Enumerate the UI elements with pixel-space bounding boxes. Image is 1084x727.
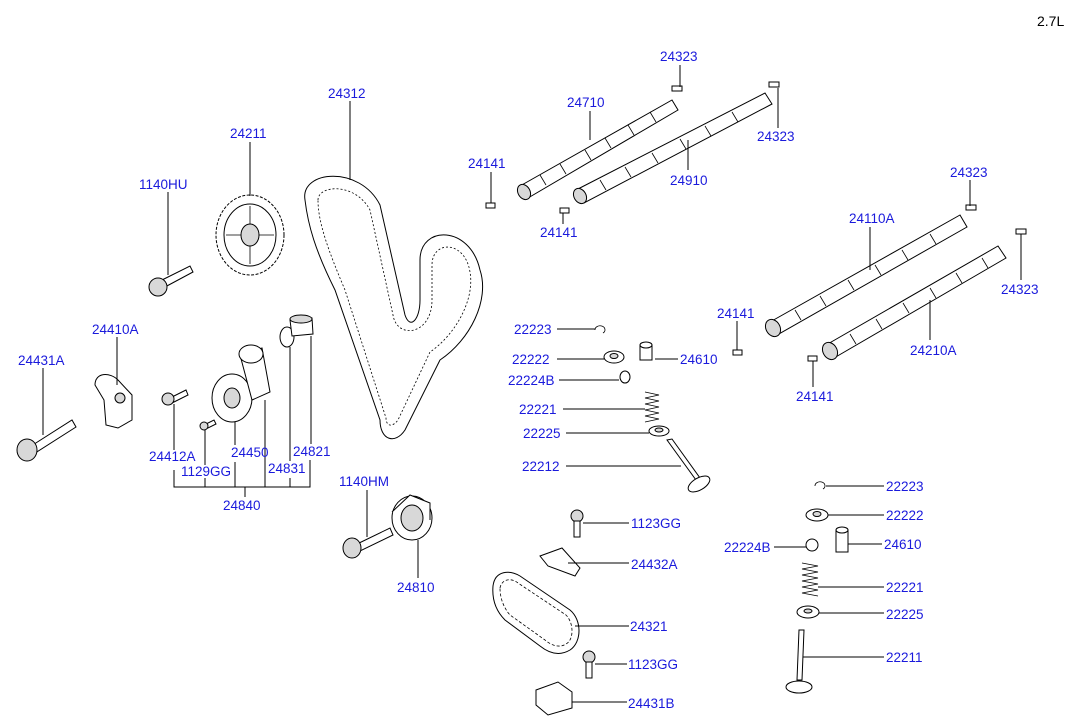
label-24450[interactable]: 24450 xyxy=(231,445,269,460)
idler-pulley-24450 xyxy=(211,344,271,423)
label-22224b-b[interactable]: 22224B xyxy=(724,540,771,555)
key-24323-d-icon xyxy=(1015,228,1027,235)
spring-22221-a-icon xyxy=(644,391,660,423)
camshaft-24210a xyxy=(821,245,1007,361)
label-22223-b[interactable]: 22223 xyxy=(886,479,924,494)
label-24323-b[interactable]: 24323 xyxy=(757,129,795,144)
label-24141-c[interactable]: 24141 xyxy=(717,306,755,321)
label-24211[interactable]: 24211 xyxy=(230,126,267,141)
label-22224b-a[interactable]: 22224B xyxy=(508,373,555,388)
guide-24431b-icon xyxy=(535,681,573,716)
label-24410a[interactable]: 24410A xyxy=(92,322,139,337)
guide-24432a-icon xyxy=(539,547,581,577)
label-22221-b[interactable]: 22221 xyxy=(886,580,924,595)
lash-adjuster-24610-a-icon xyxy=(639,341,653,361)
cap-22222-a-icon xyxy=(603,350,625,364)
label-24432a[interactable]: 24432A xyxy=(631,557,678,572)
lash-adjuster-24610-b-icon xyxy=(835,526,849,553)
label-1140hu[interactable]: 1140HU xyxy=(139,177,188,192)
label-24141-b[interactable]: 24141 xyxy=(540,225,578,240)
label-1129gg[interactable]: 1129GG xyxy=(181,464,231,479)
label-24323-c[interactable]: 24323 xyxy=(950,165,988,180)
tensioner-arm-24410a xyxy=(94,374,133,429)
bolt-1140hm-icon xyxy=(342,527,394,559)
timing-chain-24321 xyxy=(492,571,580,654)
label-24210a[interactable]: 24210A xyxy=(910,343,957,358)
valve-22212 xyxy=(666,438,711,493)
seal-22224b-b-icon xyxy=(805,538,819,552)
label-24840[interactable]: 24840 xyxy=(223,498,261,513)
label-24910[interactable]: 24910 xyxy=(670,173,708,188)
retainer-22225-a-icon xyxy=(648,425,670,437)
label-22223-a[interactable]: 22223 xyxy=(514,322,552,337)
spring-22221-b-icon xyxy=(801,562,819,597)
label-24810[interactable]: 24810 xyxy=(397,580,435,595)
key-24323-a-icon xyxy=(671,85,683,92)
label-24431a[interactable]: 24431A xyxy=(18,353,65,368)
label-24412a[interactable]: 24412A xyxy=(149,449,196,464)
label-22221-a[interactable]: 22221 xyxy=(519,402,557,417)
camshaft-24110a xyxy=(764,214,968,338)
label-24323-a[interactable]: 24323 xyxy=(660,49,698,64)
retainer-22225-b-icon xyxy=(796,605,820,619)
label-22225-a[interactable]: 22225 xyxy=(523,426,561,441)
spacer-24831 xyxy=(279,326,295,348)
pin-24141-b-icon xyxy=(559,207,570,214)
bolt-1123gg-b-icon xyxy=(582,650,596,679)
label-24710[interactable]: 24710 xyxy=(567,95,605,110)
label-1140hm[interactable]: 1140HM xyxy=(339,474,389,489)
bolt-24412a-icon xyxy=(161,389,189,406)
label-24431b[interactable]: 24431B xyxy=(628,696,675,711)
camshaft-24710 xyxy=(516,99,679,201)
sleeve-24821 xyxy=(289,314,314,337)
key-24323-b-icon xyxy=(768,81,780,88)
label-24321[interactable]: 24321 xyxy=(630,619,668,634)
label-22212[interactable]: 22212 xyxy=(522,459,560,474)
retainer-22223-a-icon xyxy=(594,325,606,334)
engine-size-label: 2.7L xyxy=(1037,13,1064,29)
label-1123gg-a[interactable]: 1123GG xyxy=(631,516,681,531)
label-24610-b[interactable]: 24610 xyxy=(884,537,922,552)
retainer-22223-b-icon xyxy=(814,481,826,490)
camshaft-24910 xyxy=(572,92,773,205)
pin-24141-a-icon xyxy=(485,202,496,209)
pin-24141-c-icon xyxy=(732,349,743,356)
bolt-1123gg-a-icon xyxy=(570,509,584,538)
label-22225-b[interactable]: 22225 xyxy=(886,607,924,622)
label-24821[interactable]: 24821 xyxy=(293,444,331,459)
label-22222-a[interactable]: 22222 xyxy=(512,352,550,367)
label-22211[interactable]: 22211 xyxy=(886,650,923,665)
bolt-24431a-icon xyxy=(16,419,77,462)
label-1123gg-b[interactable]: 1123GG xyxy=(628,657,678,672)
label-22222-b[interactable]: 22222 xyxy=(886,508,924,523)
screw-1129gg-icon xyxy=(199,419,217,431)
idler-pulley-24810 xyxy=(391,494,433,541)
pin-24141-d-icon xyxy=(807,355,818,362)
label-24110a[interactable]: 24110A xyxy=(849,211,895,226)
label-24141-d[interactable]: 24141 xyxy=(796,389,834,404)
label-24141-a[interactable]: 24141 xyxy=(468,156,506,171)
timing-belt-24312 xyxy=(304,175,484,440)
label-24312[interactable]: 24312 xyxy=(328,86,366,101)
bracket-24840 xyxy=(173,460,311,497)
cap-22222-b-icon xyxy=(805,508,829,522)
label-24610-a[interactable]: 24610 xyxy=(680,352,718,367)
valve-22211 xyxy=(785,629,813,694)
key-24323-c-icon xyxy=(965,204,977,211)
bolt-1140hu-icon xyxy=(148,265,194,297)
label-24831[interactable]: 24831 xyxy=(268,461,306,476)
seal-22224b-a-icon xyxy=(619,370,631,384)
label-24323-d[interactable]: 24323 xyxy=(1001,282,1039,297)
camshaft-sprocket-24211 xyxy=(215,194,285,276)
